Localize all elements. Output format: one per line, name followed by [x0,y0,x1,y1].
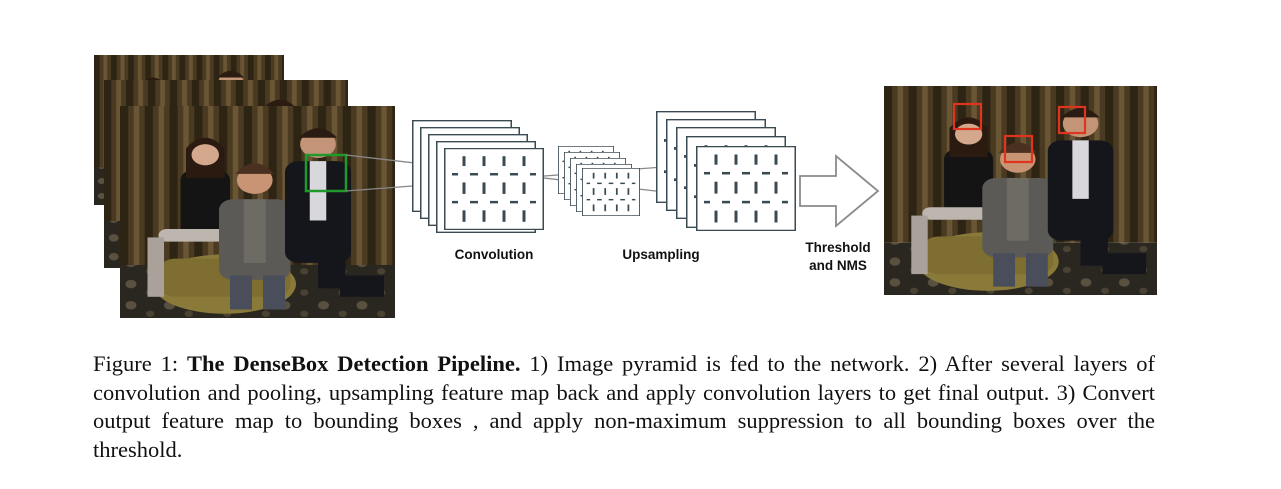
output-arrow-icon [799,154,880,228]
pyramid-image-large [120,106,395,318]
output-detection-image [884,86,1157,295]
caption-title: The DenseBox Detection Pipeline. [187,351,521,376]
pooled-feature-maps [558,146,640,216]
image-pyramid [94,55,395,318]
threshold-label: Threshold [805,240,870,255]
detection-box [1003,134,1034,164]
upsampling-feature-maps [656,111,796,231]
caption-body: 1) Image pyramid is fed to the network. … [93,351,1156,462]
nms-label: and NMS [809,258,867,273]
receptive-field-box [304,153,348,193]
pipeline-figure: Convolution Upsampling Threshold and NMS [94,55,1157,318]
detection-box [952,102,983,131]
figure-caption: Figure 1: The DenseBox Detection Pipelin… [93,350,1155,464]
convolution-label: Convolution [455,247,534,262]
detection-box [1057,105,1087,135]
upsampling-label: Upsampling [622,247,699,262]
convolution-feature-maps [412,120,544,233]
caption-prefix: Figure 1: [93,351,187,376]
